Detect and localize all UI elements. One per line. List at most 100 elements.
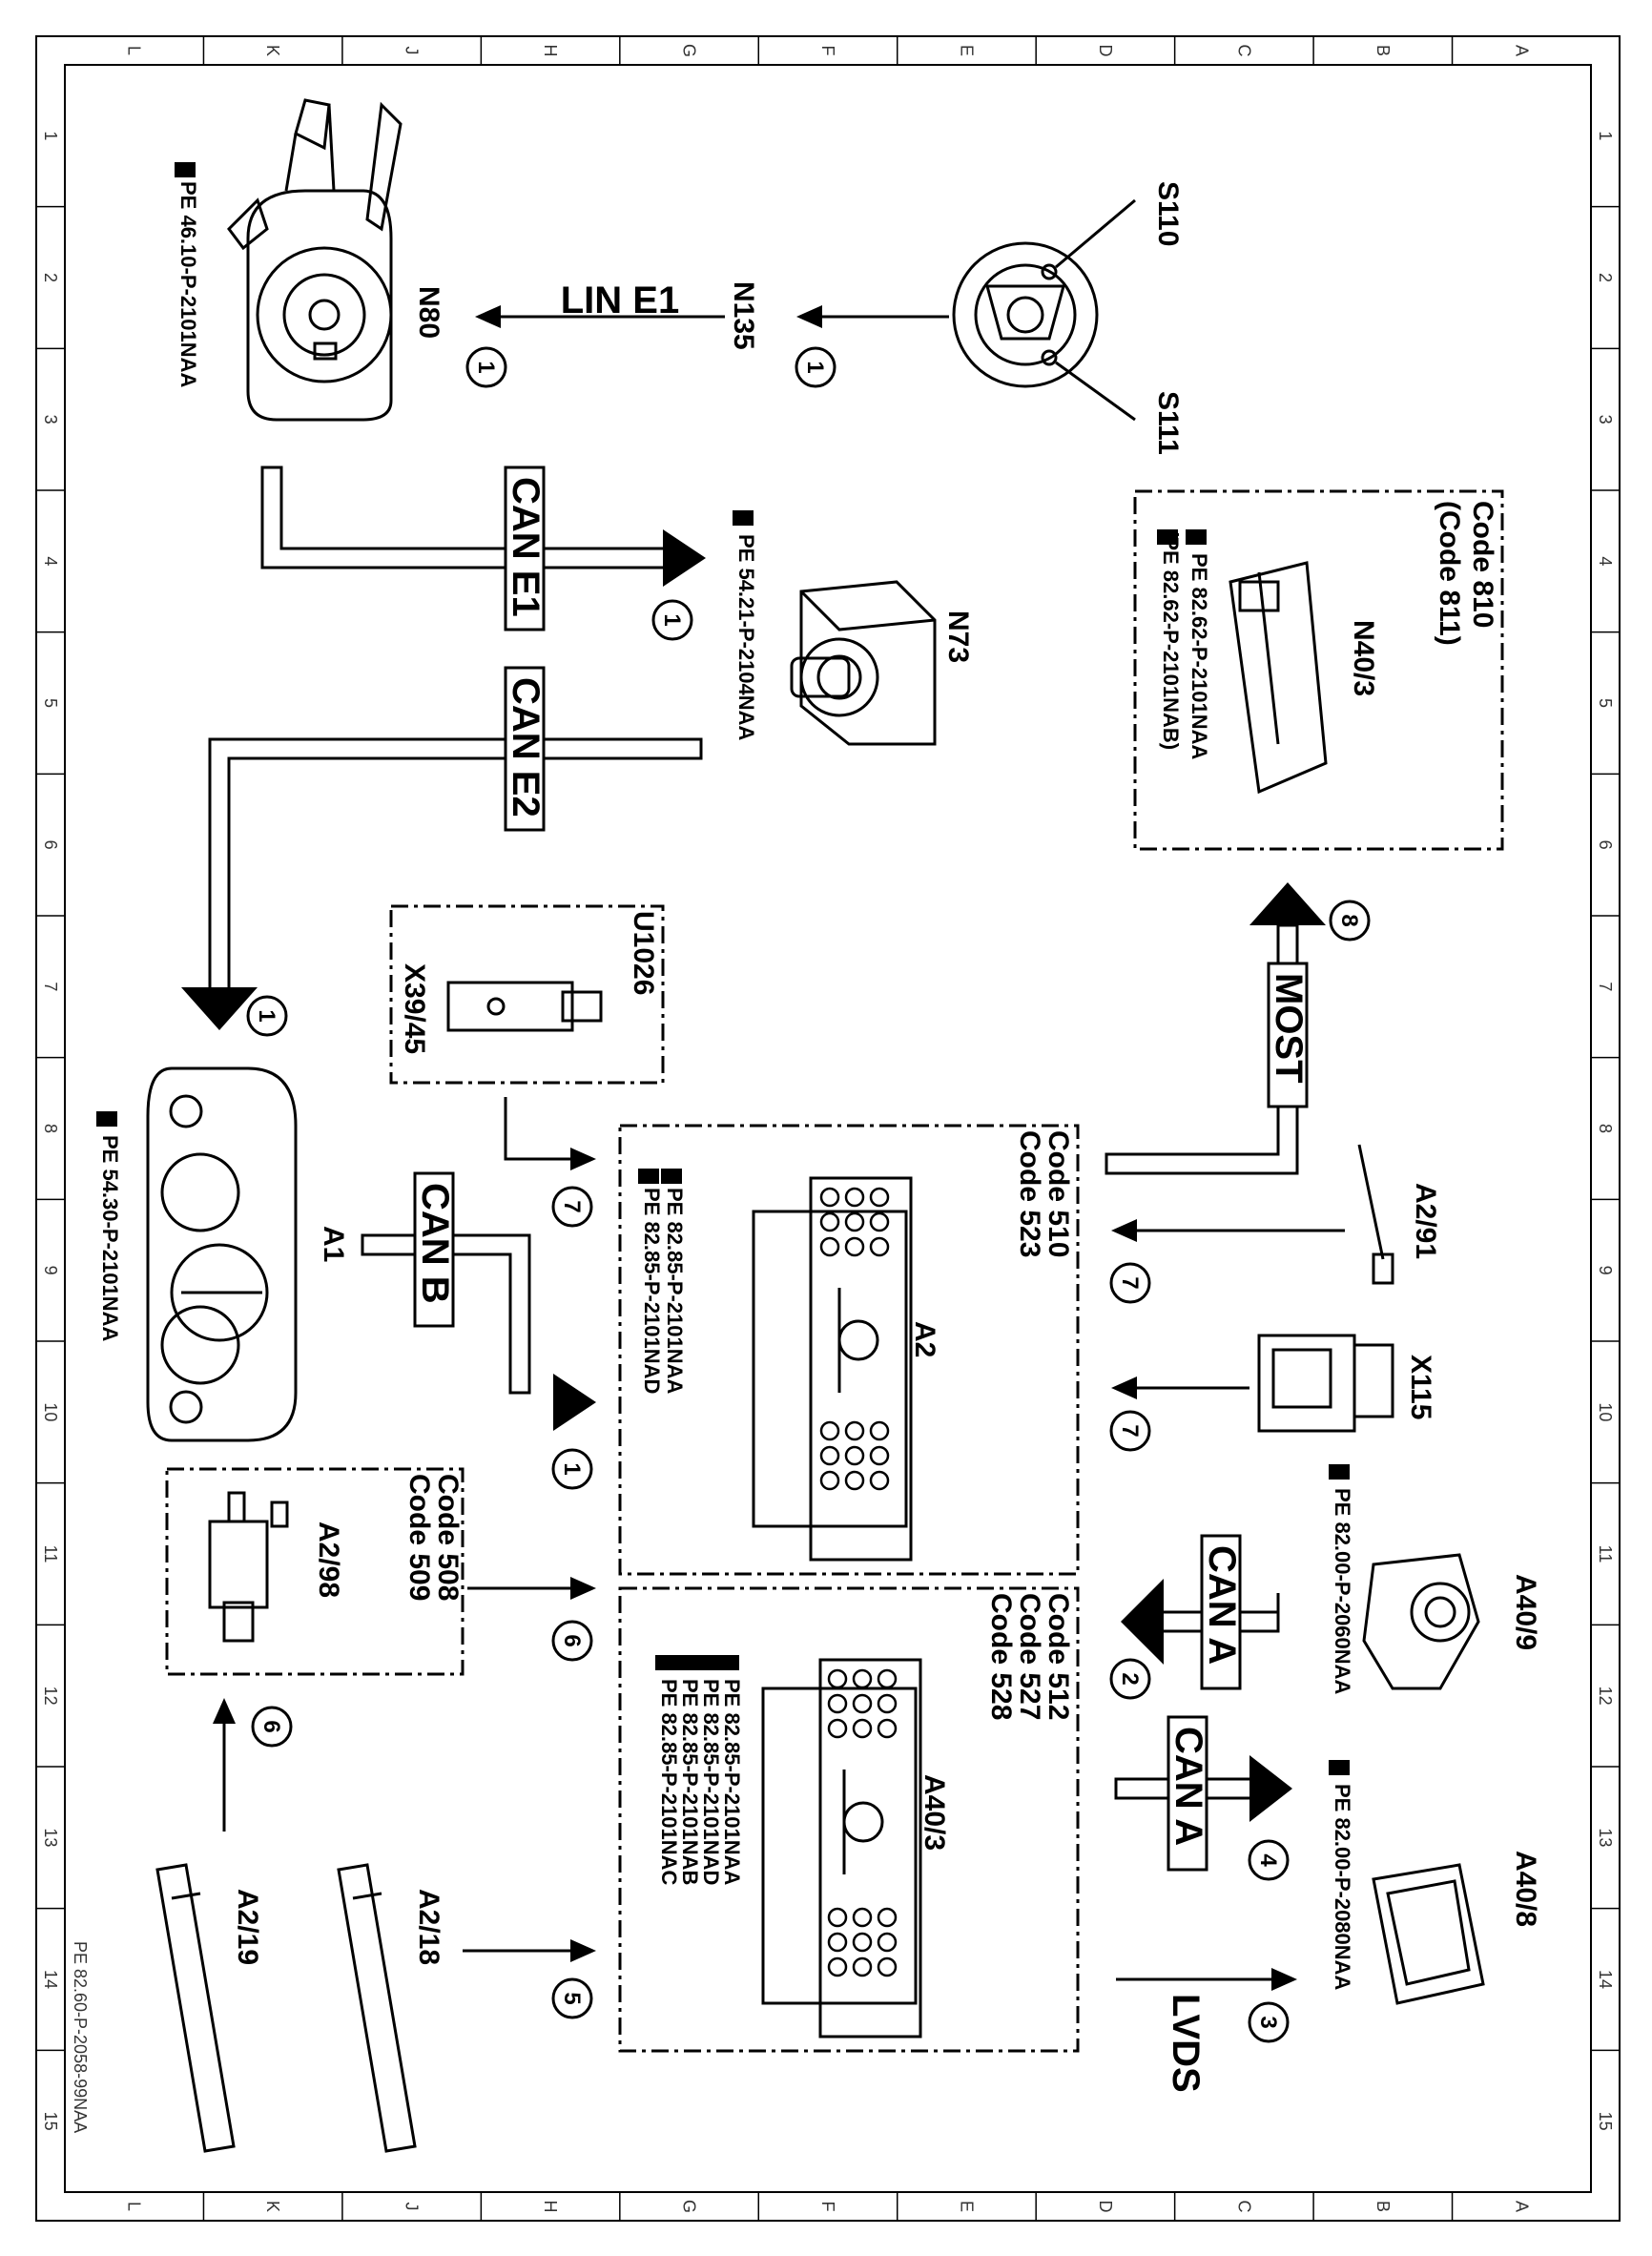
svg-text:1: 1 — [802, 361, 828, 373]
svg-text:6: 6 — [559, 1634, 585, 1646]
tv-tuner-icon — [208, 1491, 289, 1643]
grid-letter-label: L — [125, 46, 144, 55]
callout-circle: 1 — [246, 995, 288, 1037]
bus-can-a-tag: CAN A — [1200, 1534, 1243, 1690]
ref-a40-9: PE 82.00-P-2060NAA — [1331, 1488, 1354, 1695]
grid-letter-label: E — [957, 45, 976, 56]
callout-circle: 4 — [1248, 1839, 1290, 1881]
ref-a40-3-2: PE 82.85-P-2101NAD — [699, 1679, 723, 1885]
label-a40-3-code3: Code 528 — [985, 1593, 1017, 1720]
callout-circle: 1 — [465, 346, 507, 388]
callout-circle: 3 — [1248, 2001, 1290, 2043]
grid-letter-label: E — [957, 2201, 976, 2212]
svg-text:1: 1 — [473, 361, 499, 373]
grid-number-label: 14 — [1596, 1970, 1615, 1989]
grid-letter-label: C — [1234, 2201, 1253, 2213]
bus-can-e1-label: CAN E1 — [505, 477, 547, 617]
bus-can-b-tag: CAN B — [413, 1171, 456, 1328]
label-n40-3-code2: (Code 811) — [1434, 501, 1465, 646]
svg-text:8: 8 — [1336, 914, 1362, 926]
document-id: PE 82.60-P-2058-99NAA — [71, 1941, 90, 2133]
grid-letter-label: A — [1512, 2201, 1531, 2212]
label-a2-98-code1: Code 508 — [432, 1474, 464, 1601]
label-a2-18: A2/18 — [413, 1889, 444, 1965]
arrow-can-a-a40-9 — [1121, 1579, 1280, 1665]
grid-number-label: 2 — [1596, 273, 1615, 282]
grid-number-label: 9 — [41, 1266, 60, 1275]
head-unit-icon — [752, 1176, 913, 1562]
antenna-icon — [1357, 1144, 1394, 1285]
svg-text:2: 2 — [1117, 1672, 1143, 1685]
grid-letter-label: D — [1096, 2201, 1115, 2213]
grid-letter-label: B — [1373, 2201, 1393, 2212]
svg-text:6: 6 — [258, 1720, 284, 1732]
aux-socket-icon — [1257, 1334, 1394, 1433]
svg-text:1: 1 — [659, 613, 685, 626]
bus-lin-e1-label: LIN E1 — [561, 279, 679, 321]
ref-a2-1: PE 82.85-P-2101NAA — [663, 1188, 687, 1395]
grid-number-label: 14 — [41, 1970, 60, 1989]
arrow-lvds — [1116, 1968, 1297, 1991]
bus-can-e2-label: CAN E2 — [505, 677, 547, 818]
pointing-hand-icon — [96, 1111, 117, 1127]
label-u1026: U1026 — [628, 911, 659, 995]
label-s110: S110 — [1152, 181, 1184, 246]
bus-can-a-tag: CAN A — [1167, 1715, 1209, 1872]
antenna-amplifier-icon — [155, 1863, 236, 2153]
label-n40-3: N40/3 — [1348, 620, 1379, 696]
label-a2-code2: Code 523 — [1014, 1130, 1045, 1257]
arrow-a2-98-to-a40-3 — [467, 1577, 596, 1600]
svg-text:1: 1 — [254, 1009, 279, 1022]
grid-letter-label: A — [1512, 45, 1531, 56]
svg-text:7: 7 — [1117, 1424, 1143, 1437]
bus-can-e1-tag: CAN E1 — [504, 466, 547, 631]
grid-number-label: 5 — [41, 698, 60, 708]
arrow-a2-18-to-a40-3 — [463, 1939, 596, 1962]
callout-circle: 7 — [1109, 1262, 1151, 1304]
pointing-hand-icon — [1329, 1464, 1350, 1480]
callout-circle: 1 — [651, 599, 693, 641]
callout-circle: 6 — [551, 1620, 593, 1662]
arrow-a2-19-to-a2-98 — [213, 1698, 236, 1832]
ref-a40-3-1: PE 82.85-P-2101NAA — [720, 1679, 744, 1886]
grid-lines — [36, 36, 1620, 2221]
label-x39-45: X39/45 — [399, 963, 430, 1054]
option-box-a2-98 — [165, 1467, 465, 1676]
ref-n40-3-2: (PE 82.62-P-2101NAB) — [1159, 529, 1183, 750]
pointing-hand-icon — [1329, 1760, 1350, 1775]
grid-number-label: 12 — [1596, 1687, 1615, 1706]
display-screen-icon — [1372, 1863, 1485, 2005]
grid-letter-label: B — [1373, 45, 1393, 56]
grid-number-label: 11 — [41, 1545, 60, 1563]
callout-circle: 7 — [551, 1186, 593, 1228]
svg-text:3: 3 — [1255, 2016, 1281, 2028]
arrow-x39-to-a2 — [504, 1097, 596, 1170]
head-unit-icon — [761, 1658, 922, 2039]
grid-number-label: 5 — [1596, 698, 1615, 708]
sheet-frame — [35, 35, 1621, 2222]
label-a2-98: A2/98 — [313, 1521, 344, 1598]
arrow-wheel-to-n135 — [796, 305, 949, 328]
pointing-hand-icon — [638, 1169, 682, 1184]
label-n135: N135 — [728, 281, 759, 350]
arrow-can-e1 — [260, 466, 706, 587]
camera-icon — [1362, 1553, 1480, 1690]
arrow-a2-91-to-a2 — [1111, 1219, 1345, 1242]
steering-column-module-icon — [227, 98, 403, 422]
pointing-hand-icon — [175, 162, 196, 177]
bus-can-b-label: CAN B — [414, 1183, 456, 1304]
bus-can-a-label-1: CAN A — [1201, 1545, 1243, 1665]
grid-number-label: 9 — [1596, 1266, 1615, 1275]
label-a40-3-code2: Code 527 — [1014, 1593, 1045, 1720]
callout-circle: 8 — [1329, 900, 1371, 942]
antenna-amplifier-icon — [337, 1863, 417, 2153]
grid-letter-label: L — [125, 2202, 144, 2211]
label-s111: S111 — [1152, 391, 1184, 455]
grid-letter-label: F — [818, 46, 837, 56]
svg-text:7: 7 — [559, 1200, 585, 1212]
ref-a40-8: PE 82.00-P-2080NAA — [1331, 1784, 1354, 1991]
ref-a1: PE 54.30-P-2101NAA — [98, 1135, 122, 1342]
